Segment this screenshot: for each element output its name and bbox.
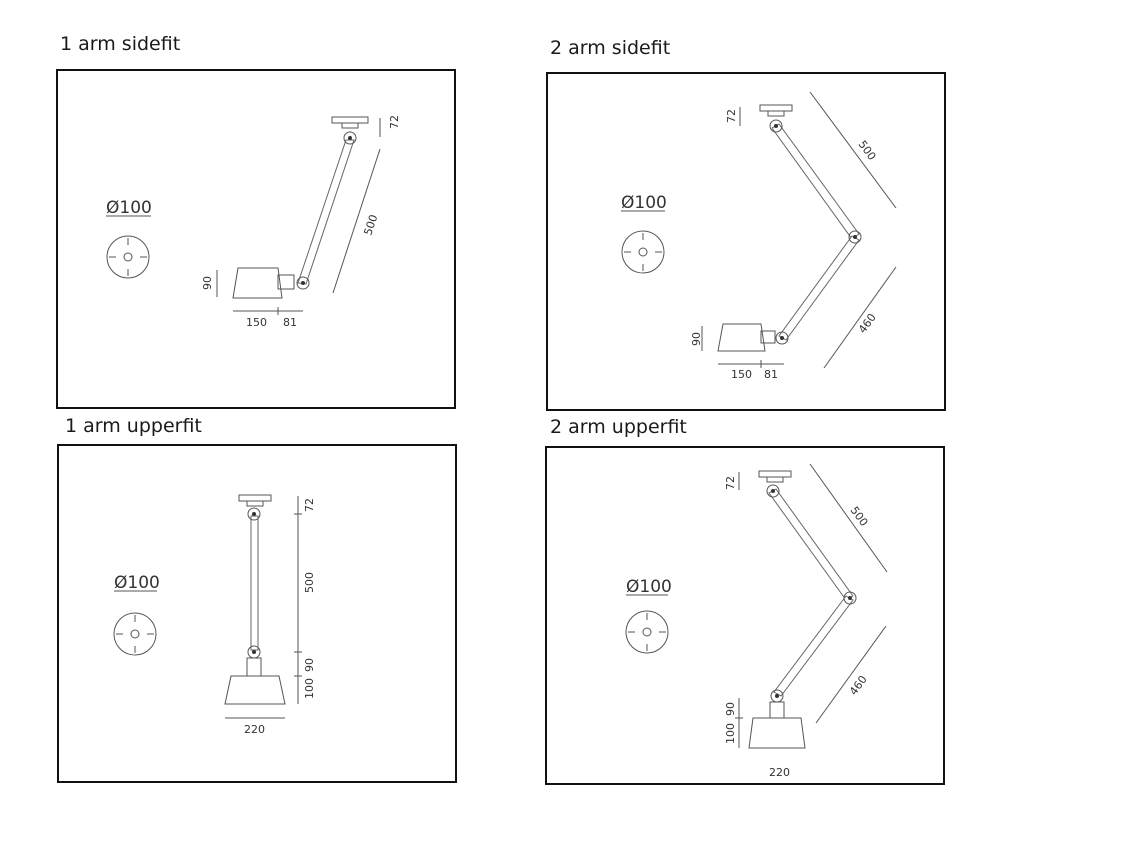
panel-2-arm-sidefit: Ø100 72 500 460 90 1 [546, 72, 946, 411]
dim-arm2: 460 [847, 673, 870, 698]
dim-line-arm2 [815, 625, 887, 724]
dim-shade-height: 90 [690, 332, 703, 346]
panel-2-arm-upperfit: Ø100 72 500 460 90 100 [545, 446, 945, 785]
mount-plate-icon [113, 612, 157, 656]
diameter-label: Ø100 [621, 193, 667, 213]
lamp-drawing [232, 116, 369, 299]
title-1-arm-sidefit: 1 arm sidefit [60, 33, 181, 55]
dim-arm1: 500 [848, 504, 871, 529]
lamp-drawing [717, 104, 862, 352]
dim-arm: 500 [361, 213, 380, 237]
drawing-2-arm-sidefit: Ø100 72 500 460 90 1 [621, 91, 897, 381]
dim-line-arm1 [809, 463, 888, 573]
title-2-arm-sidefit: 2 arm sidefit [550, 37, 671, 59]
mount-plate-icon [625, 610, 669, 654]
drawing-2-arm-upperfit: Ø100 72 500 460 90 100 [625, 463, 888, 779]
dim-shade-width: 150 [731, 368, 752, 381]
title-1-arm-upperfit: 1 arm upperfit [65, 415, 202, 437]
dim-joint: 90 [724, 702, 737, 716]
dim-arm2: 460 [856, 311, 879, 336]
dim-shade-height: 90 [201, 276, 214, 290]
diameter-label: Ø100 [114, 573, 160, 593]
drawing-1-arm-upperfit: Ø100 72 500 90 100 220 [113, 494, 316, 736]
diameter-label: Ø100 [626, 577, 672, 597]
dim-shade-width: 150 [246, 316, 267, 329]
dim-shade-width: 220 [769, 766, 790, 779]
title-2-arm-upperfit: 2 arm upperfit [550, 416, 687, 438]
panel-1-arm-upperfit: Ø100 72 500 90 100 220 [57, 444, 457, 783]
lamp-drawing [748, 470, 857, 749]
drawing-1-arm-sidefit: Ø100 72 500 90 150 81 [106, 115, 401, 329]
panel-1-arm-sidefit: Ø100 72 500 90 150 81 [56, 69, 456, 409]
dim-shade-height: 100 [303, 678, 316, 699]
dim-mount: 72 [388, 115, 401, 129]
dim-line-arm1 [809, 91, 897, 209]
mount-plate-icon [621, 230, 665, 274]
dim-offset: 81 [283, 316, 297, 329]
dim-arm1: 500 [856, 138, 879, 163]
lamp-drawing [224, 494, 286, 705]
mount-plate-icon [106, 235, 150, 279]
dim-mount: 72 [725, 109, 738, 123]
dim-mount: 72 [724, 476, 737, 490]
diameter-label: Ø100 [106, 198, 152, 218]
dim-offset: 81 [764, 368, 778, 381]
dim-arm: 500 [303, 572, 316, 593]
dim-shade-width: 220 [244, 723, 265, 736]
dim-shade-height: 100 [724, 723, 737, 744]
dim-mount: 72 [303, 498, 316, 512]
dim-line-arm2 [823, 266, 897, 369]
dim-joint: 90 [303, 658, 316, 672]
dim-line-arm [332, 148, 381, 294]
